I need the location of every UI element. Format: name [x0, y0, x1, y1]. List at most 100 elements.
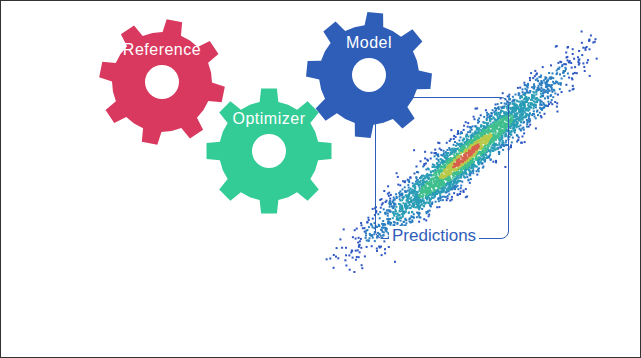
- scatter-point: [366, 222, 368, 224]
- scatter-point: [461, 132, 463, 134]
- scatter-point: [546, 86, 548, 88]
- scatter-point: [460, 136, 462, 138]
- scatter-point: [453, 144, 455, 146]
- scatter-point: [430, 158, 432, 160]
- scatter-point: [420, 196, 422, 198]
- scatter-point: [573, 88, 575, 90]
- scatter-point: [478, 128, 480, 130]
- scatter-point: [520, 114, 522, 116]
- scatter-point: [483, 156, 485, 158]
- scatter-point: [546, 91, 548, 93]
- scatter-point: [535, 79, 537, 81]
- scatter-point: [521, 142, 523, 144]
- scatter-point: [428, 168, 430, 170]
- scatter-point: [416, 216, 418, 218]
- scatter-point: [501, 144, 503, 146]
- scatter-point: [410, 177, 412, 179]
- scatter-point: [356, 256, 358, 258]
- scatter-point: [486, 114, 488, 116]
- scatter-point: [408, 195, 410, 197]
- scatter-point: [540, 93, 542, 95]
- scatter-point: [519, 97, 521, 99]
- scatter-point: [387, 215, 389, 217]
- scatter-point: [386, 228, 388, 230]
- scatter-point: [364, 255, 366, 257]
- scatter-point: [333, 267, 335, 269]
- scatter-point: [417, 179, 419, 181]
- scatter-point: [442, 155, 444, 157]
- scatter-point: [408, 181, 410, 183]
- scatter-point: [404, 180, 406, 182]
- scatter-point: [512, 127, 514, 129]
- scatter-point: [542, 93, 544, 95]
- scatter-point: [529, 77, 531, 79]
- scatter-point: [434, 195, 436, 197]
- scatter-point: [420, 160, 422, 162]
- scatter-point: [463, 129, 465, 131]
- scatter-point: [352, 257, 354, 259]
- scatter-point: [431, 194, 433, 196]
- scatter-point: [471, 129, 473, 131]
- scatter-point: [382, 220, 384, 222]
- scatter-point: [385, 213, 387, 215]
- scatter-point: [530, 102, 532, 104]
- scatter-point: [595, 38, 597, 40]
- scatter-point: [581, 54, 583, 56]
- scatter-point: [378, 225, 380, 227]
- scatter-point: [390, 211, 392, 213]
- scatter-point: [457, 133, 459, 135]
- scatter-point: [349, 269, 351, 271]
- scatter-point: [502, 149, 504, 151]
- scatter-point: [424, 177, 426, 179]
- scatter-point: [467, 179, 469, 181]
- scatter-point: [454, 152, 456, 154]
- scatter-point: [439, 194, 441, 196]
- scatter-point: [570, 62, 572, 64]
- scatter-point: [467, 122, 469, 124]
- scatter-point: [557, 111, 559, 113]
- scatter-point: [465, 134, 467, 136]
- scatter-point: [508, 98, 510, 100]
- scatter-point: [413, 217, 415, 219]
- scatter-point: [468, 179, 470, 181]
- scatter-point: [505, 144, 507, 146]
- scatter-point: [562, 72, 564, 74]
- scatter-point: [420, 217, 422, 219]
- scatter-point: [403, 221, 405, 223]
- scatter-point: [498, 108, 500, 110]
- scatter-point: [471, 166, 473, 168]
- scatter-point: [533, 85, 535, 87]
- scatter-point: [490, 159, 492, 161]
- scatter-point: [589, 75, 591, 77]
- scatter-point: [468, 174, 470, 176]
- scatter-point: [547, 105, 549, 107]
- scatter-point: [397, 222, 399, 224]
- scatter-point: [515, 108, 517, 110]
- scatter-point: [443, 150, 445, 152]
- scatter-point: [371, 245, 373, 247]
- scatter-point: [476, 107, 478, 109]
- scatter-point: [408, 212, 410, 214]
- scatter-point: [529, 118, 531, 120]
- scatter-point: [523, 121, 525, 123]
- scatter-point: [421, 203, 423, 205]
- scatter-point: [554, 93, 556, 95]
- scatter-point: [441, 191, 443, 193]
- scatter-point: [583, 66, 585, 68]
- scatter-point: [533, 107, 535, 109]
- scatter-point: [514, 132, 516, 134]
- scatter-point: [480, 114, 482, 116]
- scatter-point: [431, 201, 433, 203]
- scatter-point: [572, 53, 574, 55]
- scatter-point: [355, 259, 357, 261]
- scatter-point: [379, 211, 381, 213]
- scatter-point: [520, 130, 522, 132]
- scatter-point: [408, 195, 410, 197]
- scatter-point: [383, 234, 385, 236]
- scatter-point: [451, 153, 453, 155]
- scatter-point: [489, 155, 491, 157]
- scatter-point: [396, 217, 398, 219]
- scatter-point: [559, 88, 561, 90]
- scatter-point: [545, 86, 547, 88]
- scatter-point: [552, 96, 554, 98]
